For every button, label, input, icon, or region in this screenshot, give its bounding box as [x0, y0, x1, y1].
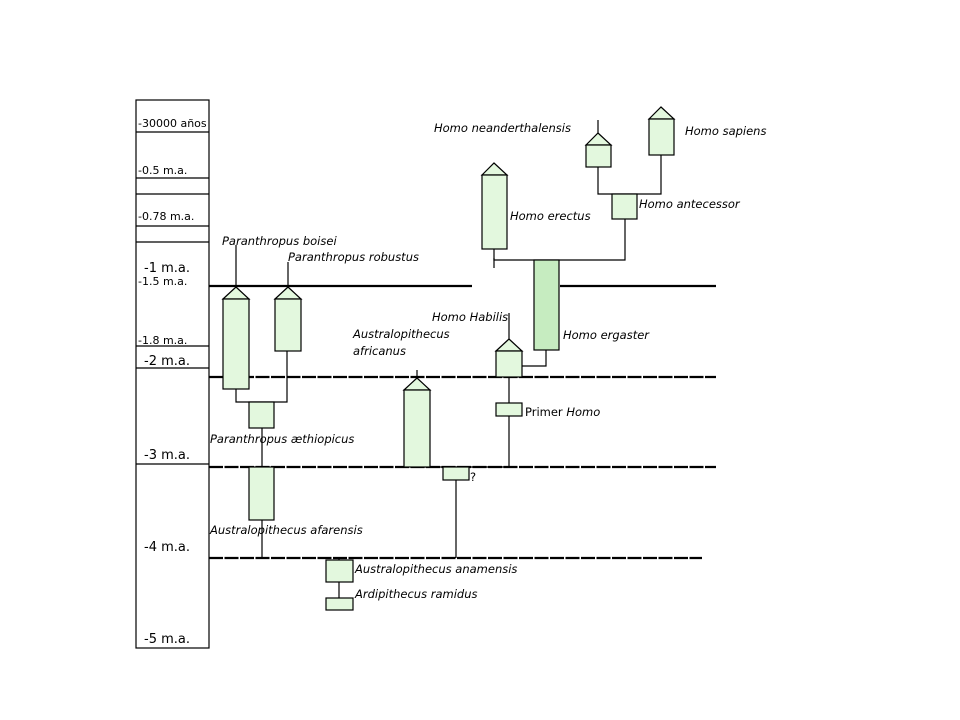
scale-label-0-5: -0.5 m.a.	[138, 164, 187, 177]
label-primer-homo-suffix: Homo	[566, 405, 600, 419]
homo-habilis-cap	[494, 338, 524, 352]
scale-label-3: -3 m.a.	[144, 448, 190, 463]
scale-label-30000: -30000 años	[138, 117, 207, 130]
label-paranthropus-robustus: Paranthropus robustus	[288, 250, 419, 264]
homo-erectus-cap	[480, 162, 509, 176]
scale-label-0-78: -0.78 m.a.	[138, 210, 194, 223]
scale-label-5: -5 m.a.	[144, 632, 190, 647]
label-australopithecus-africanus-line1: Australopithecus	[352, 327, 450, 341]
species-boxes	[221, 106, 676, 611]
scale-label-4: -4 m.a.	[144, 540, 190, 555]
label-unknown-ancestor: ?	[470, 470, 476, 484]
australopithecus-afarensis-box	[248, 466, 275, 521]
label-homo-erectus: Homo erectus	[510, 209, 591, 223]
paranthropus-aethiopicus-box	[248, 401, 275, 429]
label-ardipithecus-ramidus: Ardipithecus ramidus	[354, 587, 477, 601]
label-australopithecus-africanus-line2: africanus	[353, 344, 406, 358]
time-scale-column: -30000 años -0.5 m.a. -0.78 m.a. -1 m.a.…	[135, 99, 210, 649]
homo-erectus-box	[481, 174, 508, 250]
label-homo-neanderthalensis: Homo neanderthalensis	[434, 121, 571, 135]
label-primer-homo-prefix: Primer	[525, 405, 566, 419]
homo-sapiens-cap	[647, 106, 676, 120]
homo-neanderthalensis-cap	[584, 132, 613, 146]
species-labels: Homo neanderthalensis Homo sapiens Homo …	[209, 121, 766, 601]
scale-label-1-8: -1.8 m.a.	[138, 334, 187, 347]
label-homo-habilis: Homo Habilis	[432, 310, 508, 324]
label-australopithecus-anamensis: Australopithecus anamensis	[354, 562, 517, 576]
label-homo-ergaster: Homo ergaster	[563, 328, 650, 342]
unknown-ancestor-box	[442, 466, 470, 481]
australopithecus-africanus-cap	[402, 377, 432, 391]
scale-label-1-5: -1.5 m.a.	[138, 275, 187, 288]
paranthropus-boisei-box	[222, 298, 250, 390]
label-paranthropus-boisei: Paranthropus boisei	[222, 234, 337, 248]
homo-neanderthalensis-box	[585, 144, 612, 168]
ardipithecus-ramidus-box	[325, 597, 354, 611]
primer-homo-box	[495, 402, 523, 417]
time-scale-frame	[135, 99, 210, 649]
australopithecus-anamensis-box	[325, 559, 354, 583]
homo-antecessor-box	[611, 193, 638, 220]
connector	[522, 350, 547, 367]
homo-ergaster-box	[533, 259, 560, 351]
homo-habilis-box	[495, 350, 523, 378]
connector	[493, 219, 626, 261]
homo-sapiens-box	[648, 118, 675, 156]
paranthropus-robustus-cap	[273, 286, 303, 300]
label-homo-sapiens: Homo sapiens	[685, 124, 766, 138]
label-homo-antecessor: Homo antecessor	[639, 197, 741, 211]
label-primer-homo: Primer Homo	[525, 405, 600, 419]
paranthropus-boisei-cap	[221, 286, 251, 300]
australopithecus-africanus-box	[403, 389, 431, 468]
scale-label-1: -1 m.a.	[144, 261, 190, 276]
scale-label-2: -2 m.a.	[144, 354, 190, 369]
label-australopithecus-afarensis: Australopithecus afarensis	[209, 523, 363, 537]
label-paranthropus-aethiopicus: Paranthropus æthiopicus	[210, 432, 354, 446]
paranthropus-robustus-box	[274, 298, 302, 352]
